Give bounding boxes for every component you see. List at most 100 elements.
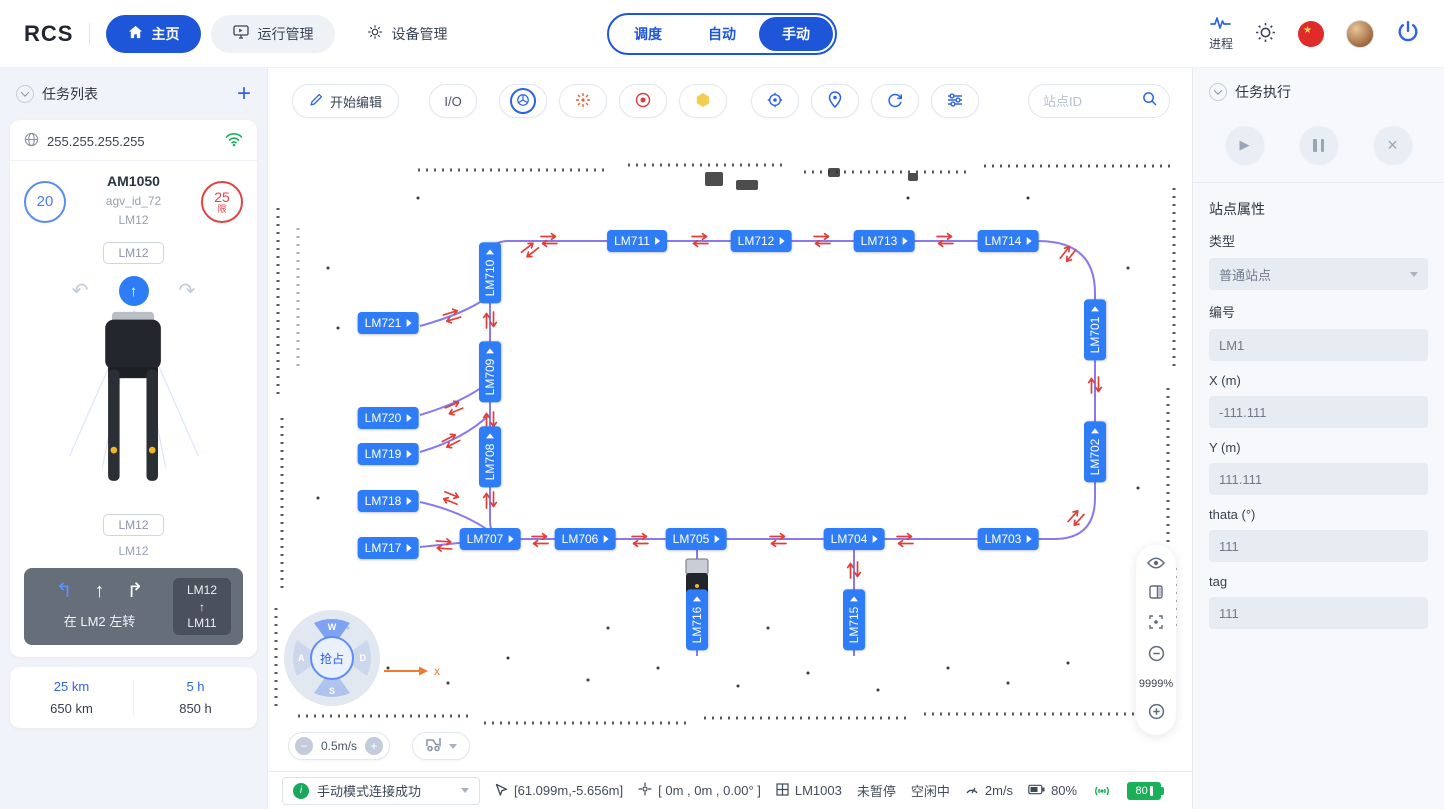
map-canvas[interactable] xyxy=(268,68,1192,809)
theme-button[interactable] xyxy=(1255,22,1276,46)
station-node[interactable]: LM709 xyxy=(479,341,501,403)
station-node[interactable]: LM712 xyxy=(730,230,792,252)
station-node[interactable]: LM703 xyxy=(977,528,1039,550)
agv-model: AM1050 xyxy=(107,173,160,189)
reflectors-toggle-button[interactable] xyxy=(619,84,668,118)
visibility-button[interactable] xyxy=(1147,557,1165,572)
panel-toggle-button[interactable] xyxy=(1149,585,1163,602)
station-node[interactable]: LM721 xyxy=(357,312,419,334)
play-button[interactable]: ▶ xyxy=(1225,126,1264,164)
connection-message: 手动模式连接成功 xyxy=(317,784,422,799)
joystick-key-a[interactable]: A xyxy=(298,653,305,663)
station-node[interactable]: LM711 xyxy=(607,230,667,252)
refresh-button[interactable] xyxy=(871,84,920,118)
station-node[interactable]: LM713 xyxy=(853,230,915,252)
chevron-down-icon xyxy=(1410,271,1418,277)
search-icon[interactable] xyxy=(1142,91,1157,111)
station-node[interactable]: LM718 xyxy=(357,490,419,512)
filter-button[interactable] xyxy=(931,84,980,118)
user-avatar[interactable] xyxy=(1346,19,1374,48)
station-node[interactable]: LM719 xyxy=(357,443,419,465)
reflectors-icon xyxy=(635,92,651,111)
nav-device[interactable]: 设备管理 xyxy=(345,15,469,53)
manual-joystick[interactable]: W A S D 抢占 xyxy=(282,608,382,708)
route-network-toggle-button[interactable] xyxy=(499,84,548,118)
station-node[interactable]: LM708 xyxy=(479,426,501,488)
add-task-button[interactable]: + xyxy=(236,80,251,107)
agv-id: agv_id_72 xyxy=(105,194,162,208)
station-node[interactable]: LM720 xyxy=(357,407,419,429)
station-node[interactable]: LM705 xyxy=(665,528,727,550)
connection-status-select[interactable]: i 手动模式连接成功 xyxy=(282,776,480,805)
station-node[interactable]: LM710 xyxy=(479,242,501,304)
nav-home[interactable]: 主页 xyxy=(106,14,202,53)
mode-dispatch[interactable]: 调度 xyxy=(634,25,662,42)
station-node[interactable]: LM706 xyxy=(554,528,616,550)
tag-input[interactable]: 111 xyxy=(1209,597,1428,629)
process-button[interactable]: 进程 xyxy=(1209,16,1233,52)
station-node[interactable]: LM701 xyxy=(1084,299,1106,361)
x-input[interactable]: -111.111 xyxy=(1209,396,1428,428)
fork-control-button[interactable] xyxy=(412,732,470,760)
refresh-icon xyxy=(887,92,903,111)
up-arrow-icon: ↑ xyxy=(199,599,205,614)
undo-arrow-icon[interactable]: ↶ xyxy=(71,280,89,303)
laser-points-toggle-button[interactable] xyxy=(559,84,608,118)
language-flag-button[interactable]: ★ xyxy=(1298,20,1324,47)
power-button[interactable] xyxy=(1396,20,1420,47)
station-arrow-icon xyxy=(486,433,494,439)
odometer-card: 25 km 650 km 5 h 850 h xyxy=(10,666,257,728)
id-input[interactable]: LM1 xyxy=(1209,329,1428,361)
collapse-chevron-icon[interactable] xyxy=(16,85,34,103)
station-node[interactable]: LM707 xyxy=(459,528,521,550)
joystick-key-s[interactable]: S xyxy=(328,686,336,696)
joystick-key-w[interactable]: W xyxy=(327,622,337,632)
relocate-button[interactable] xyxy=(751,84,800,118)
turn-right-icon[interactable]: ↱ xyxy=(126,579,144,602)
mode-auto[interactable]: 自动 xyxy=(708,25,736,42)
zoom-out-button[interactable] xyxy=(1148,645,1165,665)
station-search-input[interactable] xyxy=(1043,93,1136,109)
map-viewport[interactable]: LM710 LM711 LM712 LM713 LM714 LM701 LM70… xyxy=(268,68,1192,809)
relocate-icon xyxy=(767,92,783,111)
station-node[interactable]: LM716 xyxy=(686,589,708,651)
side-panel-icon xyxy=(1149,585,1163,602)
station-pin-button[interactable] xyxy=(811,84,860,118)
center-focus-button[interactable] xyxy=(1149,615,1163,632)
nav-operation[interactable]: 运行管理 xyxy=(211,14,336,53)
redo-arrow-icon[interactable]: ↷ xyxy=(178,280,196,303)
station-node[interactable]: LM717 xyxy=(357,537,419,559)
zoom-in-button[interactable] xyxy=(1148,703,1165,723)
forward-button[interactable]: ↑ xyxy=(118,276,149,307)
collapse-chevron-icon[interactable] xyxy=(1209,83,1227,101)
turn-left-icon[interactable]: ↰ xyxy=(55,579,73,602)
speed-minus-button[interactable]: − xyxy=(295,737,313,755)
eye-icon xyxy=(1147,557,1165,572)
header-right: 进程 ★ xyxy=(1209,16,1420,52)
joystick-key-d[interactable]: D xyxy=(359,653,367,663)
seize-control-button[interactable]: 抢占 xyxy=(310,636,354,680)
station-node[interactable]: LM715 xyxy=(843,589,865,651)
trip-distance: 25 km xyxy=(53,678,90,694)
io-button[interactable]: I/O xyxy=(429,84,478,118)
mode-manual[interactable]: 手动 xyxy=(759,16,833,51)
y-input[interactable]: 111.111 xyxy=(1209,463,1428,495)
straight-icon[interactable]: ↑ xyxy=(94,579,105,602)
minus-circle-icon xyxy=(1148,645,1165,665)
map-status-bar: i 手动模式连接成功 [61.099m,-5.656m] [ 0m , 0m ,… xyxy=(268,771,1192,809)
station-node[interactable]: LM704 xyxy=(823,528,885,550)
station-node[interactable]: LM714 xyxy=(977,230,1039,252)
theta-input[interactable]: 111 xyxy=(1209,530,1428,562)
start-edit-button[interactable]: 开始编辑 xyxy=(292,84,400,118)
zones-toggle-button[interactable] xyxy=(679,84,728,118)
speed-plus-button[interactable]: + xyxy=(365,737,384,755)
pause-button[interactable] xyxy=(1299,126,1338,164)
type-select[interactable]: 普通站点 xyxy=(1209,258,1428,290)
task-execution-title: 任务执行 xyxy=(1235,84,1291,100)
speed-control: − 0.5m/s + xyxy=(288,732,391,760)
pulse-icon xyxy=(1210,16,1232,33)
stop-button[interactable]: × xyxy=(1373,126,1412,164)
station-node[interactable]: LM702 xyxy=(1084,421,1106,483)
station-arrow-icon xyxy=(406,497,412,505)
